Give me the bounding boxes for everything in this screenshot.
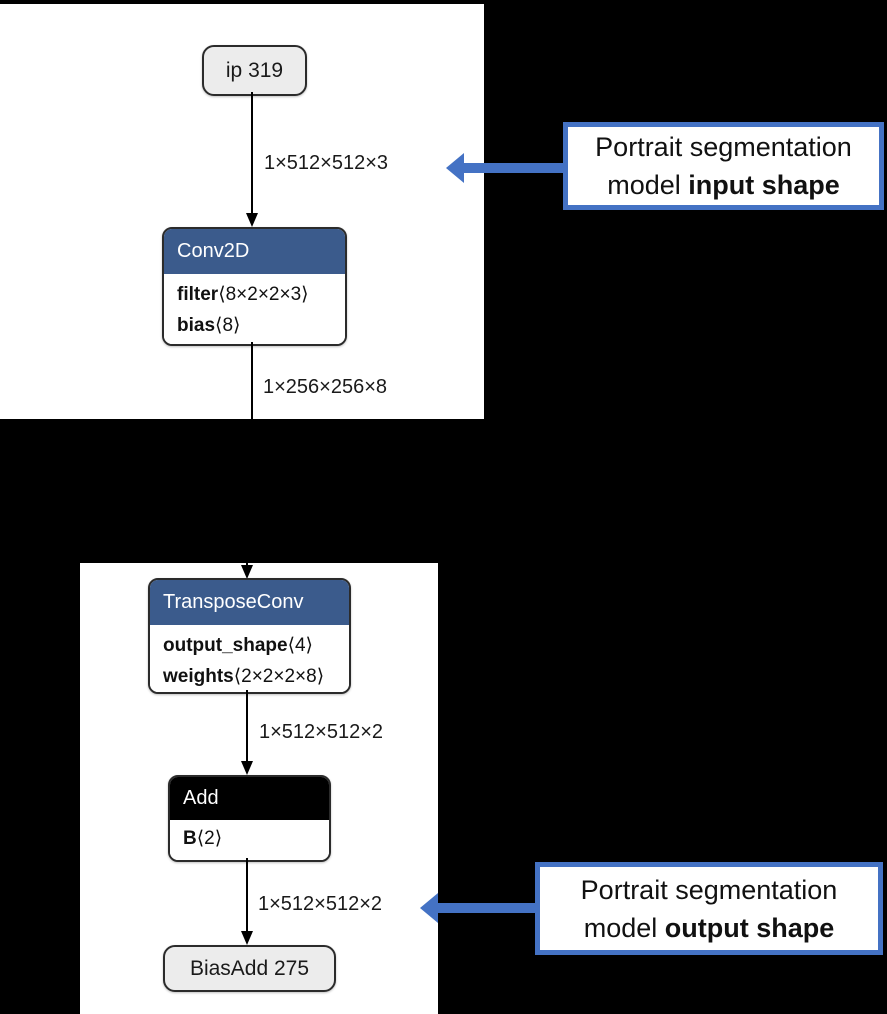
edge-input-to-conv [251,92,253,213]
callout-input-line1: Portrait segmentation [595,132,852,162]
node-transpose-conv[interactable]: TransposeConv output_shape⟨4⟩ weights⟨2×… [148,578,351,694]
arrowhead-input-to-conv [246,213,258,227]
node-output-biasadd[interactable]: BiasAdd 275 [163,945,336,992]
edge-add-to-biasadd [246,858,248,931]
callout-input-arrow-head [446,153,464,183]
node-conv2d-title: Conv2D [177,240,250,262]
node-input-label: ip 319 [225,58,284,82]
param-filter: filter⟨8×2×2×3⟩ [177,284,309,305]
callout-output-line1: Portrait segmentation [580,874,838,905]
callout-output-arrow-shaft [435,903,535,913]
edge-label-output-shape: 1×512×512×2 [258,893,383,915]
node-add[interactable]: Add B⟨2⟩ [168,775,331,862]
param-bias: bias⟨8⟩ [177,315,241,336]
param-output-shape: output_shape⟨4⟩ [163,635,313,656]
node-add-header: Add [170,777,329,820]
graph-panel-top: ip 319 1×512×512×3 Conv2D filter⟨8×2×2×3… [0,4,484,419]
node-output-label: BiasAdd 275 [189,956,310,980]
callout-output-line2: model output shape [583,912,835,943]
callout-output-shape: Portrait segmentation model output shape [535,862,883,955]
param-b: B⟨2⟩ [183,828,223,849]
graph-panel-bottom: TransposeConv output_shape⟨4⟩ weights⟨2×… [80,563,438,1014]
arrowhead-add-to-biasadd [241,931,253,945]
edge-label-mid-shape: 1×512×512×2 [259,721,384,743]
callout-output-arrow-head [420,893,438,923]
edge-label-conv-out-shape: 1×256×256×8 [263,376,388,398]
node-add-body: B⟨2⟩ [170,820,329,860]
node-transpose-conv-body: output_shape⟨4⟩ weights⟨2×2×2×8⟩ [150,625,349,692]
node-transpose-conv-title: TransposeConv [163,591,304,613]
edge-label-input-shape: 1×512×512×3 [264,152,389,174]
node-conv2d[interactable]: Conv2D filter⟨8×2×2×3⟩ bias⟨8⟩ [162,227,347,346]
node-input-ip319[interactable]: ip 319 [202,45,307,96]
arrowhead-transpose-to-add [241,761,253,775]
edge-conv-out [251,342,253,419]
callout-input-arrow-shaft [461,163,563,173]
callout-input-shape: Portrait segmentation model input shape [563,122,884,210]
arrowhead-into-transpose [241,565,253,579]
node-transpose-conv-header: TransposeConv [150,580,349,625]
node-add-title: Add [183,787,219,809]
param-weights: weights⟨2×2×2×8⟩ [163,666,325,687]
node-conv2d-body: filter⟨8×2×2×3⟩ bias⟨8⟩ [164,274,345,344]
callout-input-line2: model input shape [607,170,840,200]
edge-transpose-to-add [246,690,248,761]
node-conv2d-header: Conv2D [164,229,345,274]
